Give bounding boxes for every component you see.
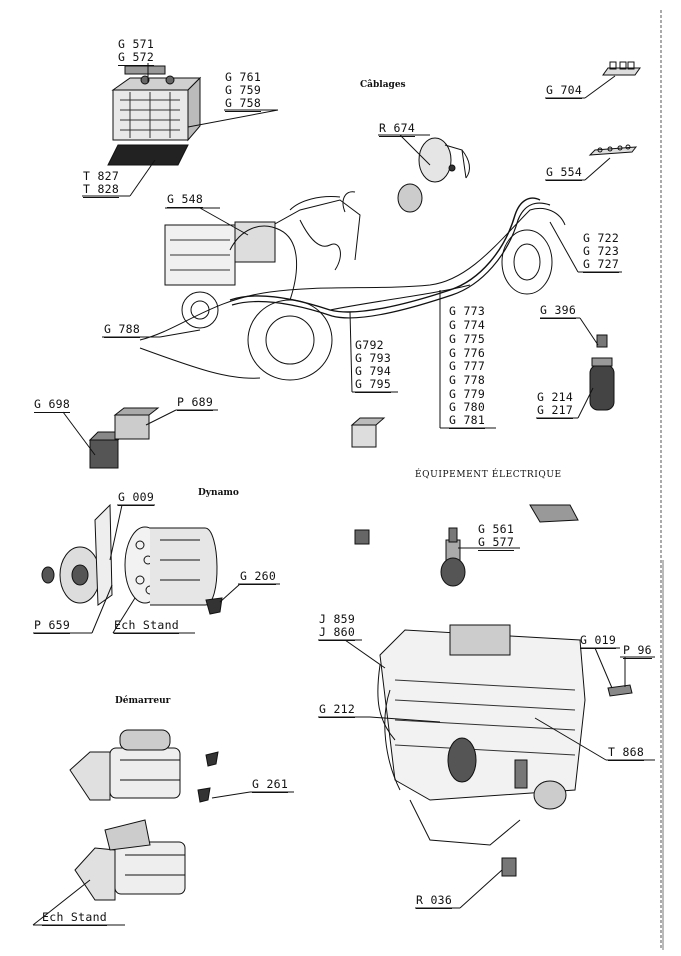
label-g722: G 722	[583, 231, 620, 245]
dynamo-illustration	[41, 503, 218, 606]
label-g759: G 759	[225, 83, 262, 97]
label-g792: G792	[355, 338, 384, 352]
starter-motor-2-illustration	[74, 819, 186, 901]
distributor-illustration	[354, 504, 579, 587]
label-g774: G 774	[449, 318, 486, 332]
label-g260: G 260	[240, 569, 277, 585]
label-g261: G 261	[252, 777, 289, 793]
label-p96: P 96	[623, 643, 652, 659]
label-ech-stand-dynamo: Ech Stand	[114, 618, 180, 634]
battery-illustration	[107, 65, 202, 166]
connector-g704-illustration	[602, 61, 641, 76]
label-g758: G 758	[225, 96, 262, 112]
label-g571: G 571	[118, 37, 155, 51]
label-g795: G 795	[355, 377, 392, 393]
label-g217: G 217	[537, 403, 574, 419]
label-r036: R 036	[416, 893, 453, 909]
label-g779: G 779	[449, 387, 486, 401]
label-g778: G 778	[449, 373, 486, 387]
label-g773: G 773	[449, 304, 486, 318]
brush-g260-illustration	[205, 597, 223, 615]
sensor-r036-illustration	[501, 857, 517, 877]
label-g776: G 776	[449, 346, 486, 360]
label-p659: P 659	[34, 618, 71, 634]
label-g212: G 212	[319, 702, 356, 718]
label-g780: G 780	[449, 400, 486, 414]
label-g554: G 554	[546, 165, 583, 181]
label-g214: G 214	[537, 390, 574, 404]
relay-illustration	[350, 417, 386, 448]
label-g019: G 019	[580, 633, 617, 649]
label-g793: G 793	[355, 351, 392, 365]
engine-illustration	[377, 624, 586, 846]
label-g577: G 577	[478, 535, 515, 551]
label-g777: G 777	[449, 359, 486, 373]
label-p689: P 689	[177, 395, 214, 411]
label-t868: T 868	[608, 745, 645, 761]
label-g561: G 561	[478, 522, 515, 536]
label-g781: G 781	[449, 413, 486, 429]
connector-g554-illustration	[588, 144, 638, 156]
label-j859: J 859	[319, 612, 356, 626]
label-t827: T 827	[83, 169, 120, 183]
regulator-illustration	[88, 407, 160, 469]
label-g788: G 788	[104, 322, 141, 338]
heading-cablages: Câblages	[360, 80, 406, 90]
label-r674: R 674	[379, 121, 416, 137]
label-g572: G 572	[118, 50, 155, 66]
ignition-switch-illustration	[397, 137, 470, 213]
starter-brush-illustration	[197, 751, 219, 803]
ignition-coil-illustration	[589, 334, 615, 411]
heading-equipement: ÉQUIPEMENT ÉLECTRIQUE	[415, 470, 562, 480]
starter-motor-illustration	[69, 729, 181, 801]
heading-demarreur: Démarreur	[115, 696, 171, 706]
label-g698: G 698	[34, 397, 71, 413]
label-g761: G 761	[225, 70, 262, 84]
label-g704: G 704	[546, 83, 583, 99]
label-g723: G 723	[583, 244, 620, 258]
label-t828: T 828	[83, 182, 120, 198]
label-g009: G 009	[118, 490, 155, 506]
label-g548: G 548	[167, 192, 204, 208]
heading-dynamo: Dynamo	[198, 488, 239, 498]
label-ech-stand-starter: Ech Stand	[42, 910, 108, 926]
label-j860: J 860	[319, 625, 356, 641]
label-g794: G 794	[355, 364, 392, 378]
label-g396: G 396	[540, 303, 577, 319]
label-g775: G 775	[449, 332, 486, 346]
label-g727: G 727	[583, 257, 620, 273]
car-wiring-illustration	[139, 191, 566, 381]
spark-plug-illustration	[607, 684, 633, 697]
